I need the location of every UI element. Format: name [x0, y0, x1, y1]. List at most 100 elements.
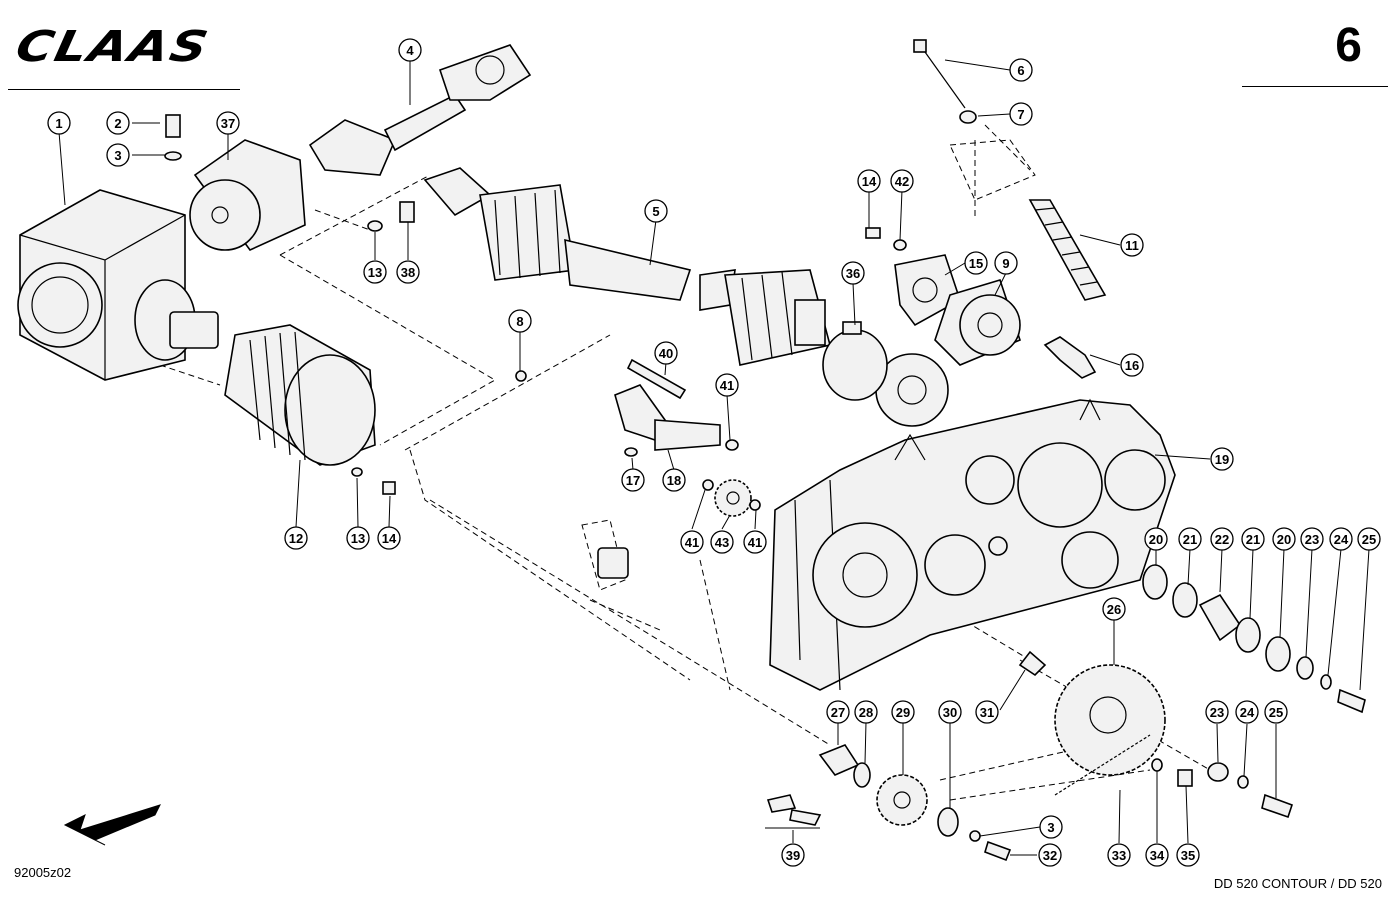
callout-label: 33: [1112, 848, 1126, 863]
callout-label: 31: [980, 705, 994, 720]
callout-label: 27: [831, 705, 845, 720]
tension-assembly: [913, 39, 1107, 301]
callout-label: 40: [659, 346, 673, 361]
header-rule-right: [1242, 86, 1388, 87]
callout-21: 21: [1178, 527, 1202, 551]
callout-label: 5: [652, 204, 659, 219]
hose-clamp: [822, 321, 888, 401]
callout-label: 11: [1125, 238, 1139, 253]
callout-11: 11: [1120, 233, 1144, 257]
callout-14: 14: [377, 526, 401, 550]
callout-28: 28: [854, 700, 878, 724]
washer-bolt-upper: [367, 201, 415, 232]
callout-13: 13: [363, 260, 387, 284]
callout-label: 16: [1125, 358, 1139, 373]
callout-5: 5: [644, 199, 668, 223]
callout-label: 15: [969, 256, 983, 271]
callout-1: 1: [47, 111, 71, 135]
callout-24: 24: [1329, 527, 1353, 551]
callout-9: 9: [994, 251, 1018, 275]
callout-label: 20: [1277, 532, 1291, 547]
callout-label: 9: [1002, 256, 1009, 271]
callout-23: 23: [1205, 700, 1229, 724]
callout-41: 41: [743, 530, 767, 554]
callout-36: 36: [841, 261, 865, 285]
callout-21: 21: [1241, 527, 1265, 551]
callout-3: 3: [106, 143, 130, 167]
callout-label: 43: [715, 535, 729, 550]
callout-43: 43: [710, 530, 734, 554]
callout-label: 8: [516, 314, 523, 329]
callout-label: 28: [859, 705, 873, 720]
callout-6: 6: [1009, 58, 1033, 82]
callout-label: 1: [55, 116, 62, 131]
callout-25: 25: [1357, 527, 1381, 551]
callout-label: 24: [1334, 532, 1349, 547]
callout-label: 3: [1047, 820, 1054, 835]
drive-chain: [1054, 734, 1151, 796]
callout-3: 3: [1039, 815, 1063, 839]
callout-label: 29: [896, 705, 910, 720]
callout-label: 41: [685, 535, 699, 550]
callout-label: 18: [667, 473, 681, 488]
callout-14: 14: [857, 169, 881, 193]
callout-label: 21: [1183, 532, 1197, 547]
brand-logo: CLAAS: [11, 22, 214, 72]
header-rule-left: [8, 89, 240, 90]
protective-bellows: [224, 324, 396, 495]
callout-22: 22: [1210, 527, 1234, 551]
callout-label: 35: [1181, 848, 1195, 863]
callout-38: 38: [396, 260, 420, 284]
callout-31: 31: [975, 700, 999, 724]
callout-label: 6: [1017, 63, 1024, 78]
callout-24: 24: [1235, 700, 1259, 724]
callout-label: 24: [1240, 705, 1255, 720]
callout-26: 26: [1102, 597, 1126, 621]
callout-label: 12: [289, 531, 303, 546]
callout-13: 13: [346, 526, 370, 550]
lower-drive-parts: [818, 744, 1012, 862]
callout-8: 8: [508, 309, 532, 333]
callout-40: 40: [654, 341, 678, 365]
callout-label: 17: [626, 473, 640, 488]
callout-label: 23: [1305, 532, 1319, 547]
lower-small-parts: [1151, 758, 1294, 819]
large-sprocket: [1018, 650, 1166, 776]
callout-29: 29: [891, 700, 915, 724]
callout-label: 22: [1215, 532, 1229, 547]
page-number: 6: [1335, 19, 1362, 72]
direction-arrow: [63, 804, 161, 846]
callout-label: 19: [1215, 452, 1229, 467]
locking-tab: [1043, 336, 1097, 379]
callout-label: 14: [862, 174, 877, 189]
callout-35: 35: [1176, 843, 1200, 867]
callout-42: 42: [890, 169, 914, 193]
callout-label: 2: [114, 116, 121, 131]
callout-label: 25: [1269, 705, 1283, 720]
bolt-and-washer: [164, 114, 182, 161]
callout-label: 41: [720, 378, 734, 393]
callout-41: 41: [680, 530, 704, 554]
callout-33: 33: [1107, 843, 1131, 867]
callout-label: 34: [1150, 848, 1165, 863]
callout-label: 14: [382, 531, 397, 546]
callout-30: 30: [938, 700, 962, 724]
callout-34: 34: [1145, 843, 1169, 867]
callout-label: 39: [786, 848, 800, 863]
flange-coupling: [875, 254, 1021, 427]
callout-19: 19: [1210, 447, 1234, 471]
callout-label: 38: [401, 265, 415, 280]
nut: [515, 370, 527, 382]
callout-15: 15: [964, 251, 988, 275]
model-designation: DD 520 CONTOUR / DD 520: [1213, 876, 1382, 891]
callout-39: 39: [781, 843, 805, 867]
callout-label: 26: [1107, 602, 1121, 617]
callout-27: 27: [826, 700, 850, 724]
chain-connecting-links: [765, 794, 822, 829]
callout-label: 7: [1017, 107, 1024, 122]
callout-17: 17: [621, 468, 645, 492]
callout-label: 3: [114, 148, 121, 163]
